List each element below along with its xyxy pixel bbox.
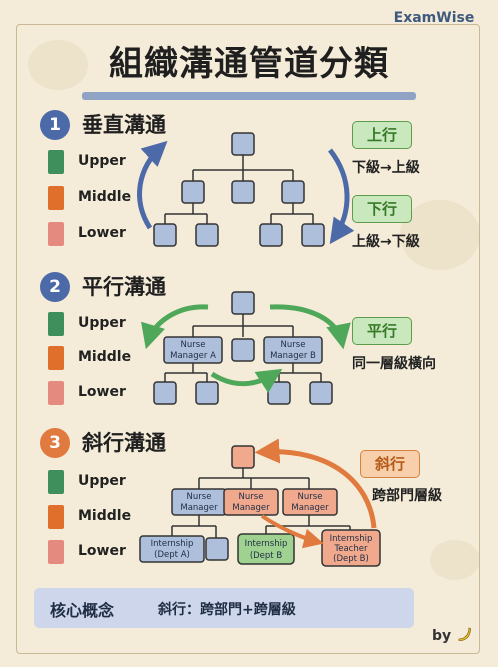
- section-1-title: 垂直溝通: [82, 113, 166, 137]
- tag-upward: 上行: [352, 121, 412, 149]
- legend-label-lower: Lower: [78, 384, 126, 400]
- key-concept-box: 核心概念 斜行：跨部門+跨層級: [34, 588, 414, 628]
- upward-arrow: [137, 140, 168, 230]
- org-node: [231, 338, 255, 362]
- org-node: [259, 223, 283, 247]
- page-title: 組織溝通管道分類: [109, 44, 389, 84]
- org-node: [231, 291, 255, 315]
- legend-label-upper: Upper: [78, 315, 126, 331]
- caption-upward: 下級→上級: [352, 160, 420, 176]
- vertical-tree: [164, 155, 314, 224]
- paper-stain: [430, 540, 480, 580]
- legend-swatch-lower: [48, 222, 64, 246]
- tag-parallel: 平行: [352, 317, 412, 345]
- org-node: [231, 132, 255, 156]
- section-2-number: 2: [40, 272, 70, 302]
- legend-swatch-lower: [48, 381, 64, 405]
- paper-stain: [28, 40, 88, 90]
- node-label: Nurse: [239, 492, 264, 502]
- node-label: Nurse: [281, 340, 306, 350]
- legend-swatch-upper: [48, 312, 64, 336]
- downward-arrow: [328, 148, 355, 245]
- node-label: Nurse: [298, 492, 323, 502]
- legend-label-upper: Upper: [78, 473, 126, 489]
- legend-swatch-middle: [48, 505, 64, 529]
- org-node: [181, 180, 205, 204]
- title-underline: [82, 92, 416, 100]
- section-2-title: 平行溝通: [82, 275, 166, 299]
- caption-parallel: 同一層級橫向: [352, 356, 436, 372]
- legend-label-lower: Lower: [78, 225, 126, 241]
- internship-dept-b-node: [237, 533, 295, 565]
- section-3-number: 3: [40, 428, 70, 458]
- key-concept-label: 核心概念: [50, 601, 115, 620]
- legend-label-lower: Lower: [78, 543, 126, 559]
- org-node: [195, 223, 219, 247]
- nurse-manager-b-node: [263, 336, 323, 364]
- brand-logo: ExamWise: [393, 10, 475, 26]
- tag-downward: 下行: [352, 195, 412, 223]
- node-label: Nurse: [187, 492, 212, 502]
- node-label: Manager A: [170, 351, 216, 361]
- caption-diagonal: 跨部門層級: [372, 488, 442, 504]
- legend-swatch-middle: [48, 186, 64, 210]
- org-node: [205, 537, 229, 561]
- node-label: Manager: [291, 503, 329, 513]
- org-node: [231, 180, 255, 204]
- parallel-arrow-bottom: [210, 368, 283, 394]
- byline-text: by: [432, 628, 452, 644]
- node-label: Manager: [232, 503, 270, 513]
- org-node: [281, 180, 305, 204]
- org-node: [153, 381, 177, 405]
- nurse-manager-node: [282, 488, 338, 516]
- node-label: Manager B: [270, 351, 316, 361]
- byline: by: [432, 626, 472, 644]
- key-concept-text: 斜行：跨部門+跨層級: [158, 602, 296, 618]
- section-3-title: 斜行溝通: [82, 431, 166, 455]
- node-label: Internship: [330, 534, 373, 544]
- banana-icon: [458, 627, 471, 641]
- legend-swatch-upper: [48, 470, 64, 494]
- org-node: [267, 381, 291, 405]
- page-frame: [16, 24, 480, 654]
- legend-swatch-middle: [48, 346, 64, 370]
- node-label: Manager: [180, 503, 218, 513]
- node-label: Teacher: [334, 544, 368, 554]
- diagonal-arrow-up: [254, 438, 377, 529]
- org-node: [301, 223, 325, 247]
- org-node: [309, 381, 333, 405]
- legend-swatch-lower: [48, 540, 64, 564]
- parallel-arrow-right: [269, 304, 351, 350]
- caption-downward: 上級→下級: [352, 234, 420, 250]
- paper-stain: [400, 200, 480, 270]
- legend-label-upper: Upper: [78, 153, 126, 169]
- node-label: Internship: [151, 539, 194, 549]
- org-node: [195, 381, 219, 405]
- node-label: (Dept B: [250, 551, 283, 561]
- parallel-arrow-left: [141, 304, 209, 350]
- node-label: Nurse: [181, 340, 206, 350]
- nurse-manager-a-node: [163, 336, 223, 364]
- node-label: Internship: [245, 539, 288, 549]
- legend-label-middle: Middle: [78, 349, 132, 365]
- org-node-top: [231, 445, 255, 469]
- tag-diagonal: 斜行: [360, 450, 420, 478]
- section-1-number: 1: [40, 110, 70, 140]
- org-node: [153, 223, 177, 247]
- legend-label-middle: Middle: [78, 508, 132, 524]
- node-label: (Dept B): [333, 554, 369, 564]
- legend-swatch-upper: [48, 150, 64, 174]
- node-label: (Dept A): [154, 550, 190, 560]
- diagonal-arrow-down: [260, 514, 324, 549]
- nurse-manager-node: [223, 488, 279, 516]
- legend-label-middle: Middle: [78, 189, 132, 205]
- internship-dept-a-node: [139, 535, 205, 563]
